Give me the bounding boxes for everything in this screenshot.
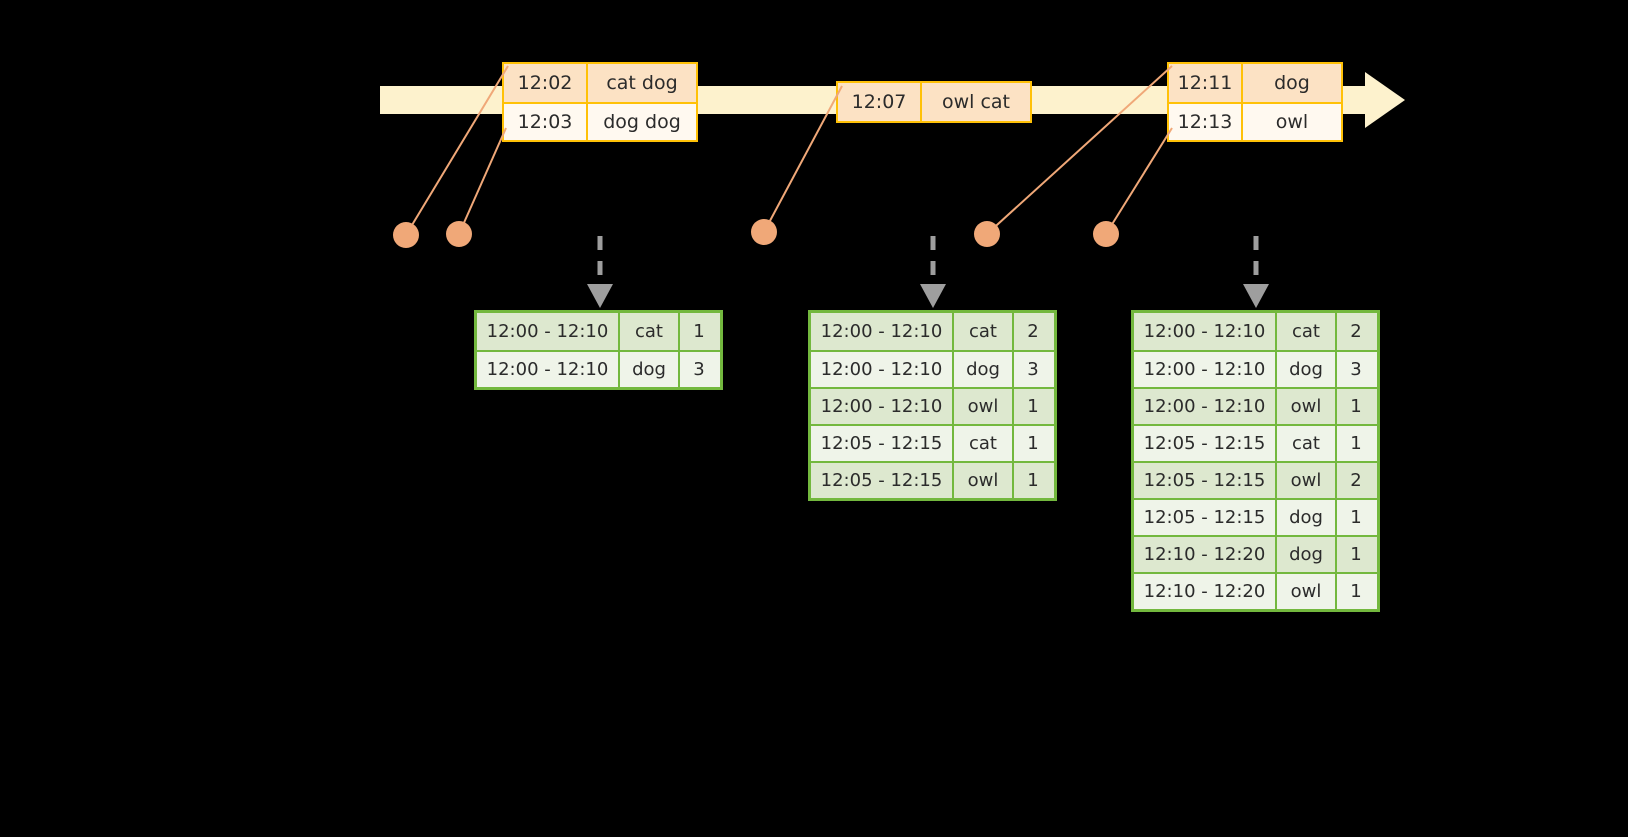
- event-time: 12:02: [504, 64, 588, 102]
- key-cell: cat: [954, 313, 1014, 350]
- event-words: dog: [1243, 64, 1341, 102]
- event-marker-dot: [1093, 221, 1119, 247]
- count-cell: 1: [1350, 581, 1362, 602]
- window-cell: 12:00 - 12:10: [811, 313, 954, 350]
- event-row: 12:03 dog dog: [504, 102, 696, 140]
- count-cell: 1: [1027, 396, 1039, 417]
- window-cell: 12:00 - 12:10: [477, 352, 620, 387]
- key-cell: dog: [1277, 537, 1337, 572]
- emit-arrow-head: [1243, 284, 1269, 308]
- window-cell: 12:05 - 12:15: [811, 426, 954, 461]
- key-cell: cat: [954, 426, 1014, 461]
- event-time: 12:11: [1169, 64, 1243, 102]
- window-cell: 12:10 - 12:20: [1134, 537, 1277, 572]
- key-cell: dog: [1277, 500, 1337, 535]
- key-cell: cat: [1277, 313, 1337, 350]
- connector-line: [458, 127, 507, 235]
- event-box-3[interactable]: 12:11 dog 12:13 owl: [1167, 62, 1343, 142]
- event-box-1[interactable]: 12:02 cat dog 12:03 dog dog: [502, 62, 698, 142]
- key-cell: cat: [620, 313, 680, 350]
- event-marker-dot: [446, 221, 472, 247]
- event-row: 12:07 owl cat: [838, 83, 1030, 121]
- count-cell: 1: [1350, 433, 1362, 454]
- count-cell: 2: [1350, 321, 1362, 342]
- window-cell: 12:00 - 12:10: [1134, 313, 1277, 350]
- window-cell: 12:00 - 12:10: [1134, 352, 1277, 387]
- event-marker-dot: [393, 222, 419, 248]
- window-cell: 12:00 - 12:10: [811, 352, 954, 387]
- key-cell: owl: [1277, 463, 1337, 498]
- emit-arrows: [587, 236, 1269, 308]
- key-cell: dog: [954, 352, 1014, 387]
- key-cell: owl: [1277, 574, 1337, 609]
- connector-line: [1105, 127, 1173, 235]
- event-time: 12:07: [838, 83, 922, 121]
- count-cell: 2: [1350, 470, 1362, 491]
- count-cell: 3: [1350, 359, 1362, 380]
- key-cell: owl: [1277, 389, 1337, 424]
- event-row: 12:13 owl: [1169, 102, 1341, 140]
- event-marker-dot: [974, 221, 1000, 247]
- event-row: 12:02 cat dog: [504, 64, 696, 102]
- event-marker-dot: [751, 219, 777, 245]
- window-cell: 12:00 - 12:10: [477, 313, 620, 350]
- window-cell: 12:00 - 12:10: [1134, 389, 1277, 424]
- count-cell: 1: [693, 321, 705, 342]
- event-words: owl: [1243, 104, 1341, 140]
- window-cell: 12:05 - 12:15: [1134, 463, 1277, 498]
- count-cell: 1: [1350, 507, 1362, 528]
- event-words: dog dog: [588, 104, 696, 140]
- key-cell: cat: [1277, 426, 1337, 461]
- event-box-2[interactable]: 12:07 owl cat: [836, 81, 1032, 123]
- emit-arrow-head: [587, 284, 613, 308]
- window-cell: 12:05 - 12:15: [1134, 426, 1277, 461]
- timeline-arrow-head: [1365, 72, 1405, 128]
- key-cell: dog: [1277, 352, 1337, 387]
- marker-dots: [393, 219, 1119, 248]
- count-cell: 2: [1027, 321, 1039, 342]
- window-cell: 12:00 - 12:10: [811, 389, 954, 424]
- count-cell: 1: [1350, 544, 1362, 565]
- count-cell: 1: [1027, 470, 1039, 491]
- key-cell: dog: [620, 352, 680, 387]
- count-cell: 1: [1027, 433, 1039, 454]
- event-words: owl cat: [922, 83, 1030, 121]
- event-row: 12:11 dog: [1169, 64, 1341, 102]
- event-time: 12:03: [504, 104, 588, 140]
- window-cell: 12:05 - 12:15: [811, 463, 954, 498]
- event-words: cat dog: [588, 64, 696, 102]
- window-cell: 12:05 - 12:15: [1134, 500, 1277, 535]
- count-cell: 3: [1027, 359, 1039, 380]
- emit-arrow-head: [920, 284, 946, 308]
- count-cell: 1: [1350, 396, 1362, 417]
- count-cell: 3: [693, 359, 705, 380]
- event-time: 12:13: [1169, 104, 1243, 140]
- key-cell: owl: [954, 463, 1014, 498]
- key-cell: owl: [954, 389, 1014, 424]
- window-cell: 12:10 - 12:20: [1134, 574, 1277, 609]
